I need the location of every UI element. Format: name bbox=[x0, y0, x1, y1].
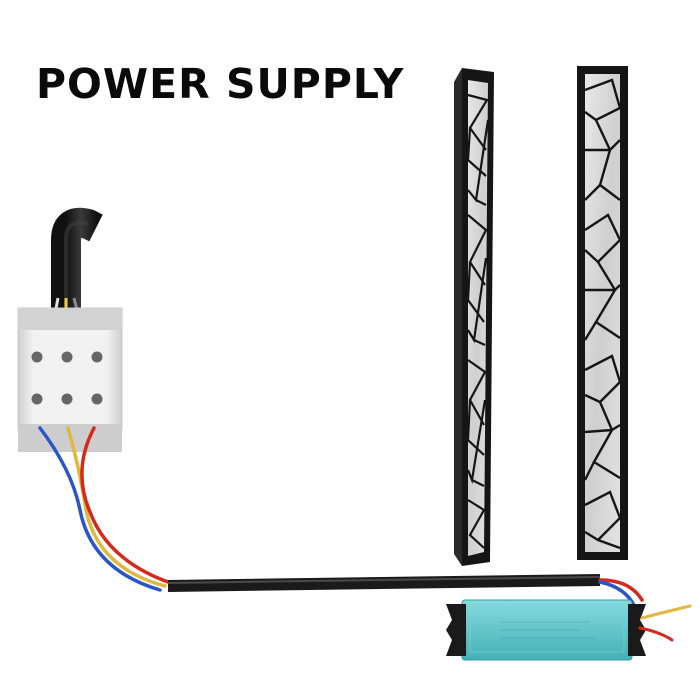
wire-blue bbox=[38, 426, 162, 592]
driver-endcap-left bbox=[446, 604, 466, 656]
terminal-block bbox=[17, 307, 123, 452]
panel-left-side bbox=[454, 68, 462, 566]
wire-red bbox=[80, 426, 170, 584]
panel-right-pattern bbox=[583, 78, 622, 550]
driver-output-wire-yellow bbox=[640, 604, 692, 620]
power-supply-title: POWER SUPPLY bbox=[36, 60, 405, 108]
wire-yellow bbox=[66, 426, 167, 588]
wall-panel-left bbox=[454, 68, 494, 566]
led-driver bbox=[446, 599, 692, 661]
driver-endcap-right bbox=[628, 604, 646, 656]
wires-to-driver bbox=[38, 426, 170, 592]
terminal-screws bbox=[31, 351, 103, 405]
wall-panel-right bbox=[577, 66, 628, 560]
panel-left-pattern bbox=[466, 93, 490, 549]
driver-output-wire-red bbox=[638, 626, 674, 642]
